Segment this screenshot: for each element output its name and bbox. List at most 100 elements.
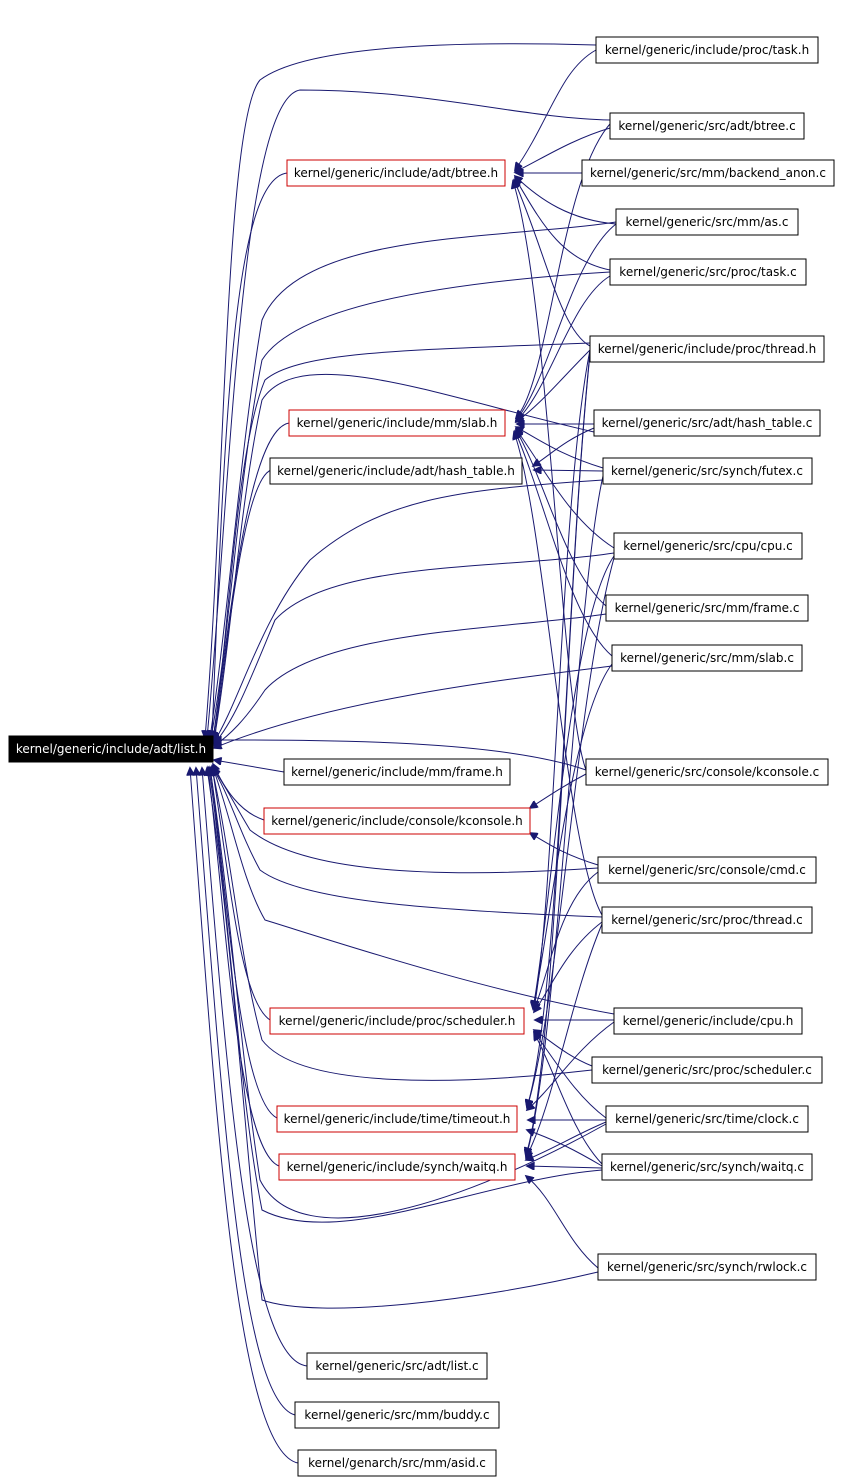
edge-task_h-to-list_h	[205, 43, 597, 738]
node-frame-c[interactable]: kernel/generic/src/mm/frame.c	[605, 594, 809, 622]
node-clock-c[interactable]: kernel/generic/src/time/clock.c	[605, 1105, 809, 1133]
node-label-futex-c: kernel/generic/src/synch/futex.c	[611, 464, 803, 478]
edge-hash_table_c-to-list_h	[214, 373, 595, 740]
edge-as_c-to-list_h	[210, 221, 617, 738]
edge-thread_c-to-list_h	[212, 768, 603, 918]
edge-kconsole_c-to-btree_h	[513, 181, 587, 771]
edge-thread_h-to-btree_h	[514, 180, 591, 347]
edge-cpu_c-to-timeout_h	[527, 557, 615, 1108]
node-label-kconsole-h: kernel/generic/include/console/kconsole.…	[271, 814, 523, 828]
edge-thread_h-to-list_h	[213, 342, 591, 739]
edge-kconsole_c-to-kconsole_h	[530, 773, 587, 808]
edge-futex_c-to-list_h	[214, 479, 604, 742]
node-list-c[interactable]: kernel/generic/src/adt/list.c	[306, 1352, 488, 1380]
node-label-scheduler-c: kernel/generic/src/proc/scheduler.c	[602, 1063, 812, 1077]
node-thread-h[interactable]: kernel/generic/include/proc/thread.h	[589, 335, 825, 363]
edge-frame_c-to-slab_h	[516, 430, 607, 607]
node-label-cpu-h: kernel/generic/include/cpu.h	[623, 1014, 794, 1028]
edge-cpu_c-to-slab_h	[516, 429, 615, 549]
node-task-c[interactable]: kernel/generic/src/proc/task.c	[609, 258, 807, 286]
edge-thread_c-to-slab_h	[514, 432, 603, 916]
node-kconsole-h[interactable]: kernel/generic/include/console/kconsole.…	[263, 807, 531, 835]
edge-cpu_h-to-list_h	[213, 768, 615, 1015]
edge-asid_c-to-list_h	[190, 768, 299, 1464]
node-label-btree-c: kernel/generic/src/adt/btree.c	[618, 119, 795, 133]
edge-slab_c-to-list_h	[214, 665, 613, 748]
nodes: kernel/generic/include/adt/list.h kernel…	[8, 36, 835, 1477]
edge-task_c-to-btree_h	[515, 178, 611, 271]
node-buddy-c[interactable]: kernel/generic/src/mm/buddy.c	[294, 1401, 500, 1429]
edge-cpu_c-to-list_h	[214, 552, 615, 744]
edge-task_c-to-slab_h	[516, 275, 611, 421]
edges	[190, 43, 617, 1464]
node-label-backend-anon-c: kernel/generic/src/mm/backend_anon.c	[590, 166, 826, 180]
node-hash-table-c[interactable]: kernel/generic/src/adt/hash_table.c	[593, 409, 821, 437]
edge-cmd_c-to-scheduler_h	[534, 871, 599, 1010]
node-hash-table-h[interactable]: kernel/generic/include/adt/hash_table.h	[269, 457, 523, 485]
edge-thread_c-to-scheduler_h	[534, 921, 603, 1012]
node-label-timeout-h: kernel/generic/include/time/timeout.h	[284, 1112, 511, 1126]
node-label-list-h: kernel/generic/include/adt/list.h	[16, 742, 206, 756]
edge-thread_c-to-waitq_h	[526, 923, 603, 1158]
node-rwlock-c[interactable]: kernel/generic/src/synch/rwlock.c	[597, 1253, 817, 1281]
node-label-asid-c: kernel/genarch/src/mm/asid.c	[308, 1456, 486, 1470]
node-futex-c[interactable]: kernel/generic/src/synch/futex.c	[602, 457, 813, 485]
node-asid-c[interactable]: kernel/genarch/src/mm/asid.c	[297, 1449, 497, 1477]
edge-frame_h-to-list_h	[214, 760, 285, 773]
node-label-hash-table-c: kernel/generic/src/adt/hash_table.c	[602, 416, 813, 430]
edge-hash_table_h-to-list_h	[214, 469, 272, 742]
node-label-scheduler-h: kernel/generic/include/proc/scheduler.h	[279, 1014, 516, 1028]
node-label-waitq-c: kernel/generic/src/synch/waitq.c	[610, 1160, 804, 1174]
edge-btree_c-to-list_h	[207, 89, 611, 738]
node-label-list-c: kernel/generic/src/adt/list.c	[315, 1359, 478, 1373]
node-label-thread-h: kernel/generic/include/proc/thread.h	[598, 342, 816, 356]
node-label-btree-h: kernel/generic/include/adt/btree.h	[294, 166, 498, 180]
node-waitq-c[interactable]: kernel/generic/src/synch/waitq.c	[601, 1153, 813, 1181]
node-label-cpu-c: kernel/generic/src/cpu/cpu.c	[623, 539, 793, 553]
node-btree-h[interactable]: kernel/generic/include/adt/btree.h	[286, 159, 506, 187]
node-kconsole-c[interactable]: kernel/generic/src/console/kconsole.c	[585, 758, 829, 786]
edge-cmd_c-to-list_h	[213, 768, 599, 874]
node-label-as-c: kernel/generic/src/mm/as.c	[626, 215, 789, 229]
node-task-h[interactable]: kernel/generic/include/proc/task.h	[595, 36, 819, 64]
node-label-slab-h: kernel/generic/include/mm/slab.h	[297, 416, 498, 430]
edge-slab_c-to-scheduler_h	[533, 663, 613, 1008]
node-label-task-c: kernel/generic/src/proc/task.c	[619, 265, 796, 279]
node-scheduler-c[interactable]: kernel/generic/src/proc/scheduler.c	[591, 1056, 823, 1084]
edge-futex_c-to-hash_table_h	[534, 470, 604, 471]
node-timeout-h[interactable]: kernel/generic/include/time/timeout.h	[276, 1105, 518, 1133]
node-list-h[interactable]: kernel/generic/include/adt/list.h	[8, 735, 214, 763]
edge-waitq_h-to-list_h	[208, 767, 280, 1167]
edge-rwlock_c-to-list_h	[207, 768, 599, 1309]
node-cmd-c[interactable]: kernel/generic/src/console/cmd.c	[597, 856, 817, 884]
node-scheduler-h[interactable]: kernel/generic/include/proc/scheduler.h	[269, 1007, 525, 1035]
node-label-frame-c: kernel/generic/src/mm/frame.c	[615, 601, 800, 615]
node-cpu-h[interactable]: kernel/generic/include/cpu.h	[613, 1007, 803, 1035]
node-label-thread-c: kernel/generic/src/proc/thread.c	[611, 913, 802, 927]
node-frame-h[interactable]: kernel/generic/include/mm/frame.h	[283, 758, 511, 786]
edge-waitq_c-to-timeout_h	[527, 1130, 603, 1167]
node-label-cmd-c: kernel/generic/src/console/cmd.c	[608, 863, 806, 877]
edge-task_h-to-btree_h	[515, 49, 597, 170]
node-cpu-c[interactable]: kernel/generic/src/cpu/cpu.c	[613, 532, 803, 560]
node-label-slab-c: kernel/generic/src/mm/slab.c	[620, 651, 794, 665]
edge-as_c-to-btree_h	[515, 176, 617, 225]
node-label-buddy-c: kernel/generic/src/mm/buddy.c	[304, 1408, 489, 1422]
node-label-clock-c: kernel/generic/src/time/clock.c	[615, 1112, 799, 1126]
node-label-waitq-h: kernel/generic/include/synch/waitq.h	[287, 1160, 508, 1174]
node-waitq-h[interactable]: kernel/generic/include/synch/waitq.h	[278, 1153, 516, 1181]
node-as-c[interactable]: kernel/generic/src/mm/as.c	[615, 208, 799, 236]
edge-futex_c-to-waitq_h	[526, 475, 604, 1157]
node-thread-c[interactable]: kernel/generic/src/proc/thread.c	[601, 906, 813, 934]
node-backend-anon-c[interactable]: kernel/generic/src/mm/backend_anon.c	[581, 159, 835, 187]
edge-btree_c-to-slab_h	[516, 123, 611, 418]
node-slab-c[interactable]: kernel/generic/src/mm/slab.c	[611, 644, 803, 672]
edge-cpu_c-to-scheduler_h	[533, 555, 615, 1009]
node-label-task-h: kernel/generic/include/proc/task.h	[605, 43, 809, 57]
node-slab-h[interactable]: kernel/generic/include/mm/slab.h	[288, 409, 506, 437]
edge-kconsole_c-to-list_h	[214, 740, 587, 771]
node-btree-c[interactable]: kernel/generic/src/adt/btree.c	[609, 112, 805, 140]
node-label-frame-h: kernel/generic/include/mm/frame.h	[291, 765, 503, 779]
edge-list_c-to-list_h	[202, 768, 308, 1367]
edge-as_c-to-slab_h	[516, 223, 617, 420]
